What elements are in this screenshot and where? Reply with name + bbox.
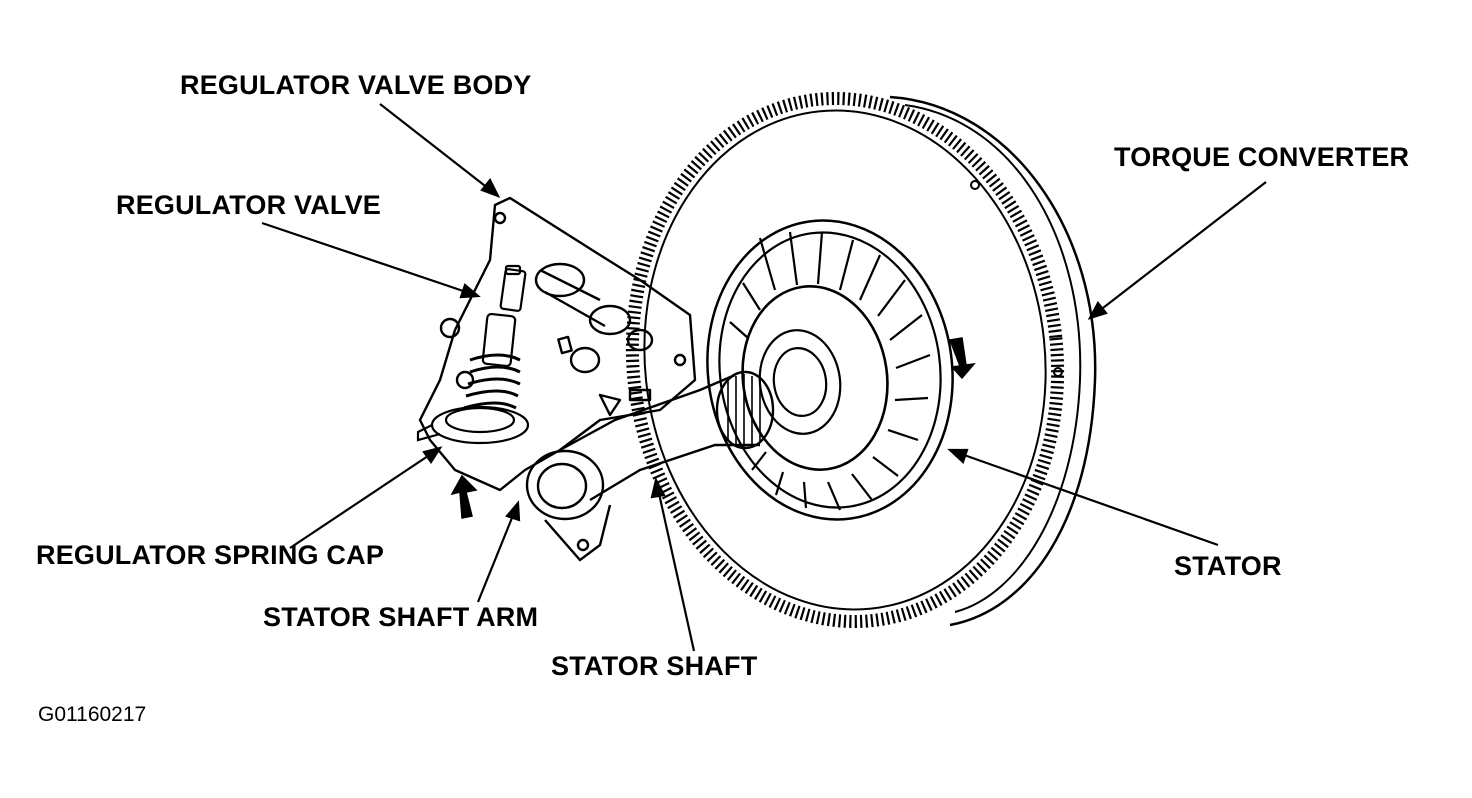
regulator-spring-cap-label: REGULATOR SPRING CAP (36, 540, 385, 570)
leader-line (1089, 181, 1267, 319)
regulator-valve-body-label: REGULATOR VALVE BODY (180, 70, 532, 100)
stator-shaft-arm-label: STATOR SHAFT ARM (263, 602, 539, 632)
arrow-icon (948, 337, 976, 380)
converter-shell (889, 95, 1097, 627)
stator-shaft-label: STATOR SHAFT (551, 651, 758, 681)
converter-shell-edge (904, 104, 1082, 613)
stator-shaft-drawing (525, 370, 775, 562)
regulator-valve-body-drawing (418, 196, 697, 492)
leader-line (476, 502, 520, 603)
leader-line (289, 447, 441, 549)
arrowhead (480, 177, 501, 199)
ring-gear-teeth (625, 91, 1065, 629)
stator-label: STATOR (1174, 551, 1282, 581)
regulator-valve-drawing (416, 264, 530, 445)
leader-line (654, 479, 696, 652)
arrowhead (947, 448, 969, 464)
leader-lines (261, 103, 1267, 652)
leader-line (261, 221, 479, 298)
figure-id: G01160217 (38, 703, 147, 726)
torque-converter-drawing (625, 91, 1097, 629)
arrowhead (459, 283, 481, 299)
torque-converter-label: TORQUE CONVERTER (1114, 142, 1410, 172)
arrowhead (1087, 301, 1108, 320)
rotation-arrows (450, 337, 976, 519)
regulator-valve-label: REGULATOR VALVE (116, 190, 382, 220)
leader-line (949, 448, 1219, 547)
arrow-icon (450, 474, 478, 519)
arrowhead (422, 446, 443, 464)
arrowhead (650, 476, 666, 499)
plate-hole (970, 180, 980, 190)
ring-gear-inner (643, 109, 1047, 611)
leader-line (379, 103, 499, 197)
plate-hole (1053, 367, 1063, 377)
arrowhead (505, 500, 521, 522)
